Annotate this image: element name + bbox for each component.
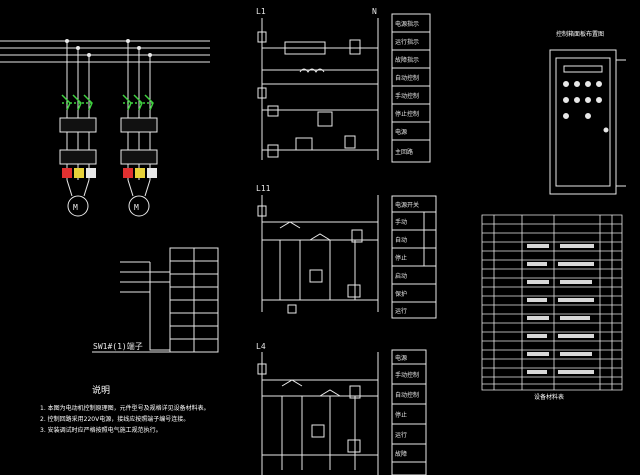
equipment-table-cells [527,244,594,374]
fn-bot-2: 手动控制 [395,371,419,379]
terminal-block [92,248,218,352]
fn-mid-1: 电源开关 [395,201,419,209]
fn-bot-1: 电源 [395,354,407,362]
notes-line-1: 1. 本图为电动机控制原理图，元件型号及规格详见设备材料表。 [40,404,210,412]
fn-bot-5: 运行 [395,431,407,439]
table-caption: 设备材料表 [534,393,564,401]
circuit-breaker-group-2 [123,95,155,110]
fn-mid-7: 运行 [395,307,407,315]
notes-line-3: 3. 安装调试时应严格按照电气施工规范执行。 [40,426,162,434]
terminal-label: SW1#(1)端子 [93,341,143,351]
notes-title: 说明 [92,384,110,396]
fn-mid-3: 自动 [395,236,407,244]
contactor-block-1 [60,118,96,216]
control-panel-layout [550,50,626,194]
fn-top-4: 自动控制 [395,74,419,82]
equipment-table [482,215,622,390]
notes-line-2: 2. 控制回路采用220V电源，接线应按照端子编号连接。 [40,415,189,423]
circuit2-l11-label: L11 [256,184,271,193]
fn-top-8: 主回路 [395,148,413,156]
function-column-2-labels: 电源开关 手动 自动 停止 启动 保护 运行 [395,201,419,315]
circuit1-n-label: N [372,7,377,16]
fn-top-2: 运行指示 [395,38,419,46]
svg-text:M: M [134,203,139,212]
circuit1-l1-label: L1 [256,7,266,16]
fn-top-3: 故障指示 [395,56,419,64]
notes-section: 说明 1. 本图为电动机控制原理图，元件型号及规格详见设备材料表。 2. 控制回… [40,384,210,434]
fn-top-1: 电源指示 [395,20,419,28]
fn-bot-3: 自动控制 [395,391,419,399]
fn-top-7: 电源 [395,128,407,136]
contactor-block-2 [121,118,157,216]
function-column-1-labels: 电源指示 运行指示 故障指示 自动控制 手动控制 停止控制 电源 主回路 [395,20,419,156]
fn-mid-2: 手动 [395,218,407,226]
main-power-circuit [0,40,210,181]
motor-symbol-1: M [73,203,78,212]
function-column-2 [392,196,436,318]
circuit3-l4-label: L4 [256,342,266,351]
fn-bot-4: 停止 [395,411,407,419]
control-circuit-1 [258,18,378,160]
circuit-breaker-group-1 [62,95,94,110]
fn-top-5: 手动控制 [395,92,419,100]
function-column-3 [392,350,426,475]
fn-mid-6: 保护 [395,290,407,298]
control-circuit-3 [258,352,378,475]
fn-mid-5: 启动 [395,272,407,280]
control-circuit-2 [258,195,378,313]
motor-symbol-2: M [134,203,139,212]
function-column-3-labels: 电源 手动控制 自动控制 停止 运行 故障 [395,354,419,458]
panel-title: 控制箱面板布置图 [556,30,604,38]
fn-mid-4: 停止 [395,254,407,262]
function-column-1 [392,14,430,162]
fn-top-6: 停止控制 [395,110,419,118]
svg-text:M: M [73,203,78,212]
fn-bot-6: 故障 [395,450,407,458]
